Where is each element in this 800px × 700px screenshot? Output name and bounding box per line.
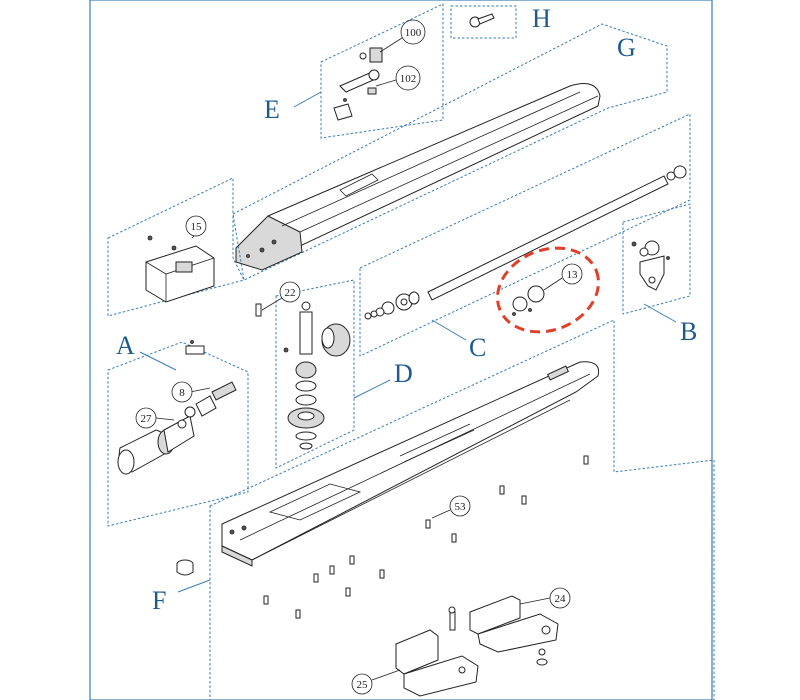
- screws-part: [263, 455, 589, 619]
- group-label-h: H: [532, 4, 551, 33]
- group-h-box: [450, 5, 517, 39]
- nut-13-part: [512, 285, 545, 316]
- callout-102-text: 102: [400, 73, 417, 85]
- group-g-box: [232, 23, 668, 281]
- group-15-box: [107, 177, 245, 317]
- motor-part: [117, 340, 237, 475]
- bracket-24-part: [448, 595, 559, 666]
- callout-53: [449, 495, 471, 517]
- lead-screw-part: [364, 165, 687, 320]
- housing-part: [221, 361, 600, 567]
- bracket-25-part: [395, 629, 479, 697]
- front-bracket-part: [631, 240, 670, 291]
- callout-15: [185, 215, 207, 237]
- group-b-box: [622, 203, 691, 315]
- callout-22-text: 22: [285, 287, 296, 299]
- gear-train-part: [283, 301, 351, 450]
- callout-15-text: 15: [191, 221, 203, 233]
- group-d-box: [275, 279, 355, 469]
- motor-cover-part: [145, 235, 215, 303]
- callout-24: [549, 587, 571, 609]
- group-label-f: F: [152, 586, 166, 615]
- callout-100: [400, 19, 426, 45]
- key-part: [469, 13, 495, 28]
- group-c-box: [359, 113, 691, 357]
- callout-24-text: 24: [555, 593, 567, 605]
- page-frame: [89, 0, 713, 700]
- callout-8: [171, 381, 193, 403]
- top-cover-part: [235, 83, 601, 271]
- group-a-box: [107, 341, 249, 527]
- callout-8-text: 8: [179, 387, 185, 399]
- group-label-c: C: [469, 333, 486, 362]
- callout-13-text: 13: [567, 269, 579, 281]
- group-label-d: D: [394, 359, 413, 388]
- callout-13: [561, 263, 583, 285]
- group-label-g: G: [617, 33, 636, 62]
- callout-25: [351, 673, 373, 695]
- pin-22-part: [255, 303, 262, 317]
- cap-part: [176, 559, 194, 576]
- callout-27-text: 27: [141, 413, 153, 425]
- callout-25-text: 25: [357, 679, 369, 691]
- group-label-a: A: [116, 331, 135, 360]
- callout-102: [395, 65, 421, 91]
- callout-100-text: 100: [405, 27, 422, 39]
- callout-27: [135, 407, 157, 429]
- release-lever-part: [333, 47, 383, 121]
- callout-53-text: 53: [455, 501, 467, 513]
- group-e-box: [320, 3, 444, 139]
- group-label-b: B: [680, 317, 697, 346]
- highlight-13-ring: [496, 246, 600, 334]
- group-label-e: E: [264, 95, 280, 124]
- callout-22: [279, 281, 301, 303]
